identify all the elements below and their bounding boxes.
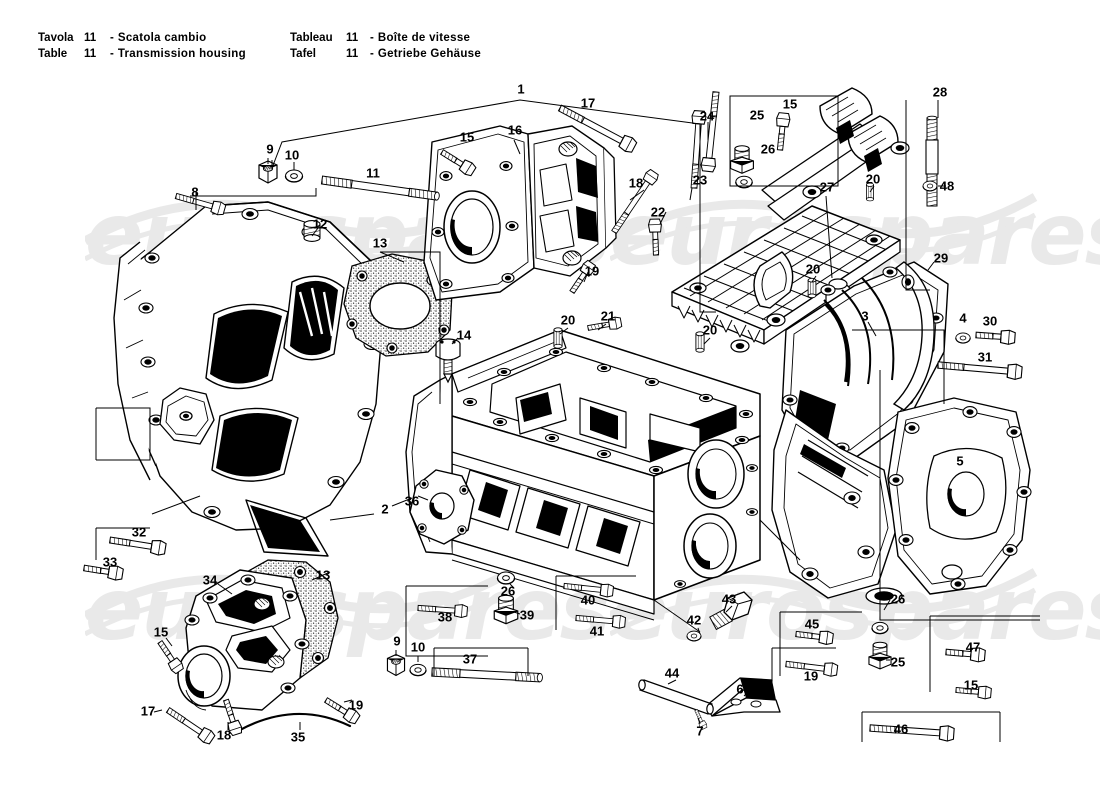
header-dash: - [370,32,374,44]
callout-number: 15 [782,96,798,112]
callout-number: 19 [803,668,819,684]
callout-number: 46 [893,721,909,737]
callout-number: 47 [965,639,981,655]
header-lang-label: Tafel [290,48,316,60]
callout-number: 26 [890,591,906,607]
callout-number: 20 [702,322,718,338]
callout-number: 36 [404,493,420,509]
header-lang-label: Tableau [290,32,333,44]
callout-number: 6 [736,681,744,697]
callout-number: 1 [517,81,525,97]
callout-number: 18 [216,727,232,743]
callout-number: 4 [959,310,967,326]
callout-number: 27 [819,179,835,195]
callout-number: 25 [890,654,906,670]
callout-number: 8 [191,184,199,200]
callout-number: 17 [580,95,596,111]
header-lang-label: Table [38,48,68,60]
callout-number: 16 [507,122,523,138]
callout-number: 35 [290,729,306,745]
callout-number: 9 [393,633,401,649]
callout-number: 15 [459,129,475,145]
header-row: Table 11 - Transmission housing [38,46,246,62]
callout-number: 7 [696,723,704,739]
header-description: Getriebe Gehäuse [377,48,482,60]
callout-number: 19 [584,263,600,279]
callout-number: 2 [381,501,389,517]
callout-number: 29 [933,250,949,266]
header-description: Transmission housing [117,48,246,60]
header-table-number: 11 [84,48,97,60]
header-lang-label: Tavola [38,32,74,44]
header-description: Boîte de vitesse [377,32,471,44]
callout-number: 5 [956,453,964,469]
callout-number: 13 [372,235,388,251]
callout-number: 48 [939,178,955,194]
callout-number: 3 [861,308,869,324]
callout-number: 15 [963,677,979,693]
header-dash: - [110,48,114,60]
header-dash: - [110,32,114,44]
callout-number: 45 [804,616,820,632]
header-row: Tableau 11 - Boîte de vitesse [290,30,481,46]
callout-number: 43 [721,591,737,607]
header-dash: - [370,48,374,60]
callout-number: 37 [462,651,478,667]
callout-number: 18 [628,175,644,191]
callout-number: 42 [686,612,702,628]
callout-number: 31 [977,349,993,365]
callout-number: 10 [284,147,300,163]
callout-number: 23 [692,172,708,188]
callout-number: 26 [500,583,516,599]
callout-number: 26 [760,141,776,157]
callout-number: 19 [348,697,364,713]
callout-number: 13 [315,567,331,583]
header-column-left: Tavola 11 - Scatola cambio Table 11 - Tr… [38,30,246,62]
callout-number: 20 [805,261,821,277]
header-description: Scatola cambio [117,32,207,44]
callout-number: 22 [650,204,666,220]
callout-number: 32 [131,524,147,540]
header-column-right: Tableau 11 - Boîte de vitesse Tafel 11 -… [290,30,481,62]
header-row: Tavola 11 - Scatola cambio [38,30,246,46]
callout-number: 20 [865,171,881,187]
callout-number: 25 [749,107,765,123]
callout-number: 15 [153,624,169,640]
callout-number: 40 [580,592,596,608]
callout-number: 39 [519,607,535,623]
callout-number: 21 [600,308,616,324]
callout-number: 17 [140,703,156,719]
header-row: Tafel 11 - Getriebe Gehäuse [290,46,481,62]
callout-number: 34 [202,572,218,588]
callout-number: 10 [410,639,426,655]
callout-number: 41 [589,623,605,639]
header-table-number: 11 [346,48,359,60]
callout-number: 9 [266,141,274,157]
callout-number: 12 [312,216,328,232]
header-table-number: 11 [346,32,359,44]
header-table-number: 11 [84,32,97,44]
callout-number: 38 [437,609,453,625]
callout-number: 24 [699,108,715,124]
callout-number: 28 [932,84,948,100]
callout-number: 11 [366,165,380,181]
callout-number: 30 [982,313,998,329]
callout-number: 44 [664,665,680,681]
diagram-header: Tavola 11 - Scatola cambio Table 11 - Tr… [0,0,1100,70]
callout-number: 20 [560,312,576,328]
callout-number: 33 [102,554,118,570]
callout-number: 14 [456,327,472,343]
